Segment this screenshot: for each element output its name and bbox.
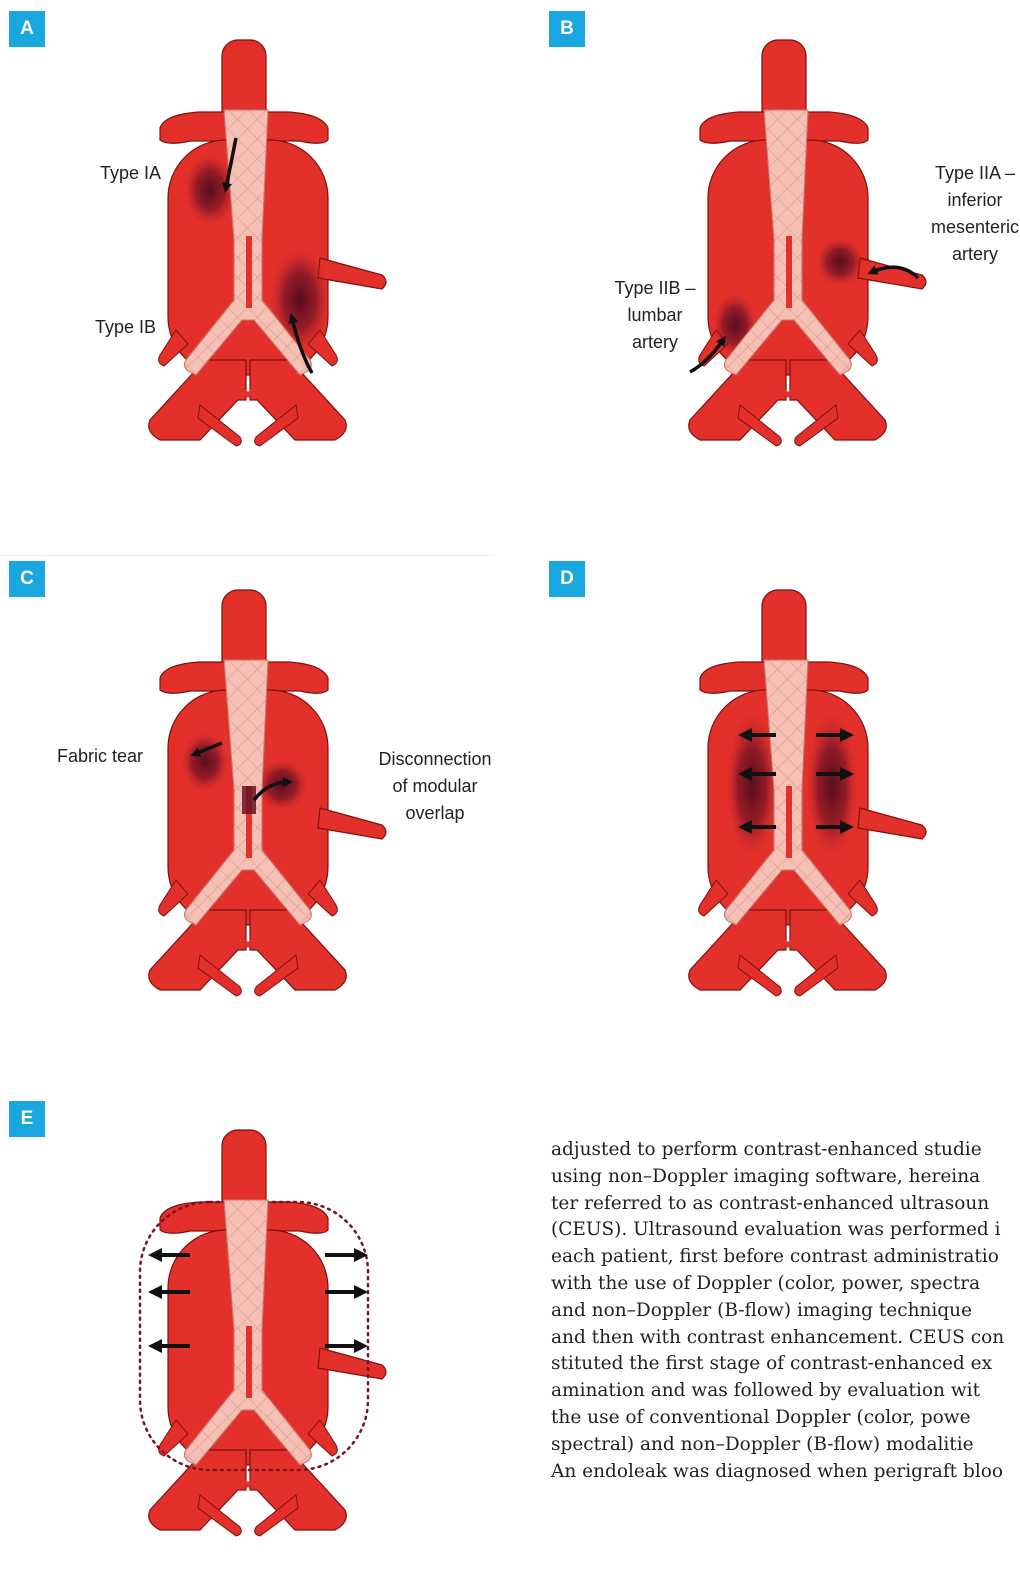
label-fabric-tear: Fabric tear [57, 743, 143, 770]
text-line: with the use of Doppler (color, power, s… [551, 1271, 1020, 1298]
text-line: ter referred to as contrast-enhanced ult… [551, 1191, 1020, 1218]
panel-b: B Type IIA – inferior mesenteric artery … [540, 0, 1020, 500]
text-line: using non–Doppler imaging software, here… [551, 1164, 1020, 1191]
label-type-ia: Type IA [100, 160, 161, 187]
text-line: and then with contrast enhancement. CEUS… [551, 1325, 1020, 1352]
panel-a: A Type IA Type IB [0, 0, 495, 500]
label-disconnection: Disconnection of modular overlap [370, 746, 500, 827]
text-line: amination and was followed by evaluation… [551, 1378, 1020, 1405]
article-text: adjusted to perform contrast-enhanced st… [551, 1137, 1020, 1485]
text-line: An endoleak was diagnosed when perigraft… [551, 1459, 1020, 1486]
text-line: stituted the first stage of contrast-enh… [551, 1351, 1020, 1378]
label-type-iib: Type IIB – lumbar artery [600, 275, 710, 356]
text-line: and non–Doppler (B-flow) imaging techniq… [551, 1298, 1020, 1325]
panel-e-diagram [0, 1090, 495, 1530]
panel-e: E [0, 1090, 495, 1590]
panel-a-diagram [0, 0, 495, 500]
text-line: each patient, first before contrast admi… [551, 1244, 1020, 1271]
fabric-tear-leak [181, 732, 229, 792]
panel-d-diagram [540, 550, 1020, 1050]
panel-d: D [540, 550, 1020, 1050]
text-line: (CEUS). Ultrasound evaluation was perfor… [551, 1217, 1020, 1244]
text-line: adjusted to perform contrast-enhanced st… [551, 1137, 1020, 1164]
panel-c: C Fabric tear Disconnection of modular o… [0, 550, 495, 1050]
type-iia-leak [816, 238, 864, 286]
disconnection-leak [256, 759, 308, 811]
label-type-ib: Type IB [95, 314, 156, 341]
modular-junction [242, 786, 256, 814]
text-line: spectral) and non–Doppler (B-flow) modal… [551, 1432, 1020, 1459]
text-line: the use of conventional Doppler (color, … [551, 1405, 1020, 1432]
label-type-iia: Type IIA – inferior mesenteric artery [920, 160, 1020, 268]
